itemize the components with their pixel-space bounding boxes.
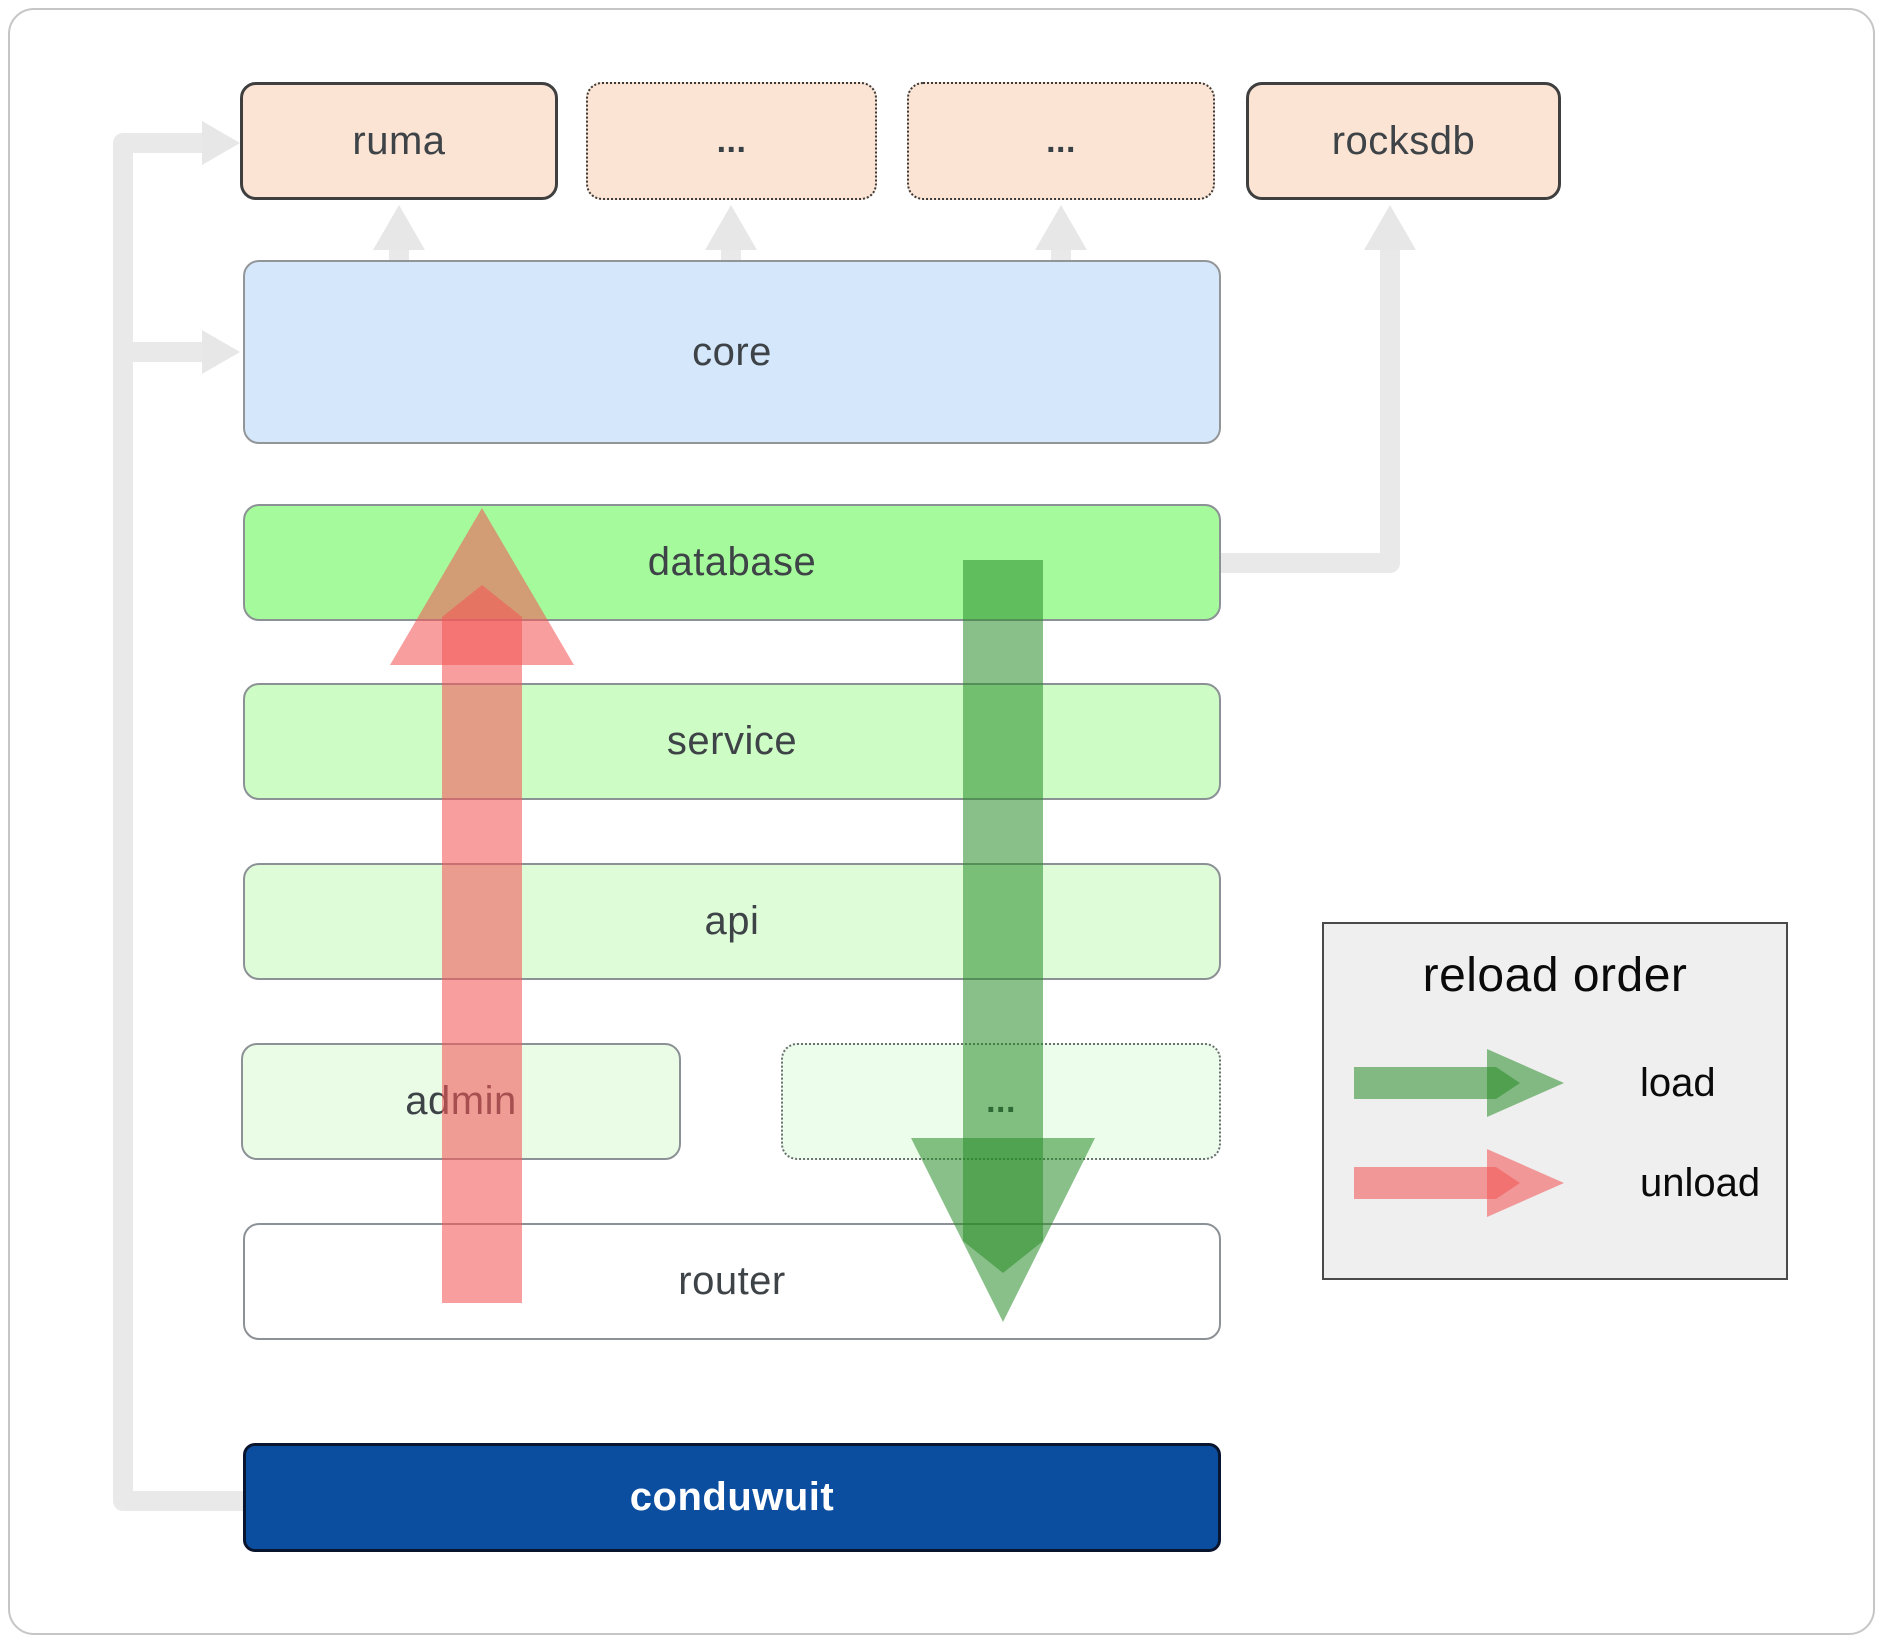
node-ellipsis-top-2: ... (907, 82, 1215, 200)
node-core-label: core (692, 329, 772, 374)
node-database: database (243, 504, 1221, 621)
node-service: service (243, 683, 1221, 800)
legend-load-label: load (1640, 1060, 1716, 1105)
node-router: router (243, 1223, 1221, 1340)
node-conduwuit-label: conduwuit (629, 1475, 835, 1519)
node-router-label: router (678, 1259, 786, 1303)
node-ellipsis-top-1: ... (586, 82, 877, 200)
node-conduwuit: conduwuit (243, 1443, 1221, 1552)
node-api: api (243, 863, 1221, 980)
node-ellipsis-admin-label: ... (986, 1082, 1016, 1120)
node-admin: admin (241, 1043, 681, 1160)
node-ellipsis-top-2-label: ... (1046, 121, 1076, 160)
node-ruma-label: ruma (352, 118, 446, 163)
node-api-label: api (704, 899, 760, 943)
legend-unload-arrow-icon (1354, 1149, 1564, 1217)
legend-load-arrow-icon (1354, 1049, 1564, 1117)
legend: reload order load unload (1322, 922, 1788, 1280)
node-ellipsis-top-1-label: ... (716, 121, 747, 160)
node-rocksdb: rocksdb (1246, 82, 1561, 200)
node-admin-label: admin (405, 1079, 517, 1123)
legend-title: reload order (1422, 949, 1688, 1002)
node-database-label: database (647, 540, 817, 584)
node-rocksdb-label: rocksdb (1331, 118, 1476, 163)
legend-unload-label: unload (1640, 1160, 1761, 1205)
outer-frame (8, 8, 1875, 1635)
node-service-label: service (666, 719, 798, 763)
node-core: core (243, 260, 1221, 444)
node-ruma: ruma (240, 82, 558, 200)
node-ellipsis-admin: ... (781, 1043, 1221, 1160)
